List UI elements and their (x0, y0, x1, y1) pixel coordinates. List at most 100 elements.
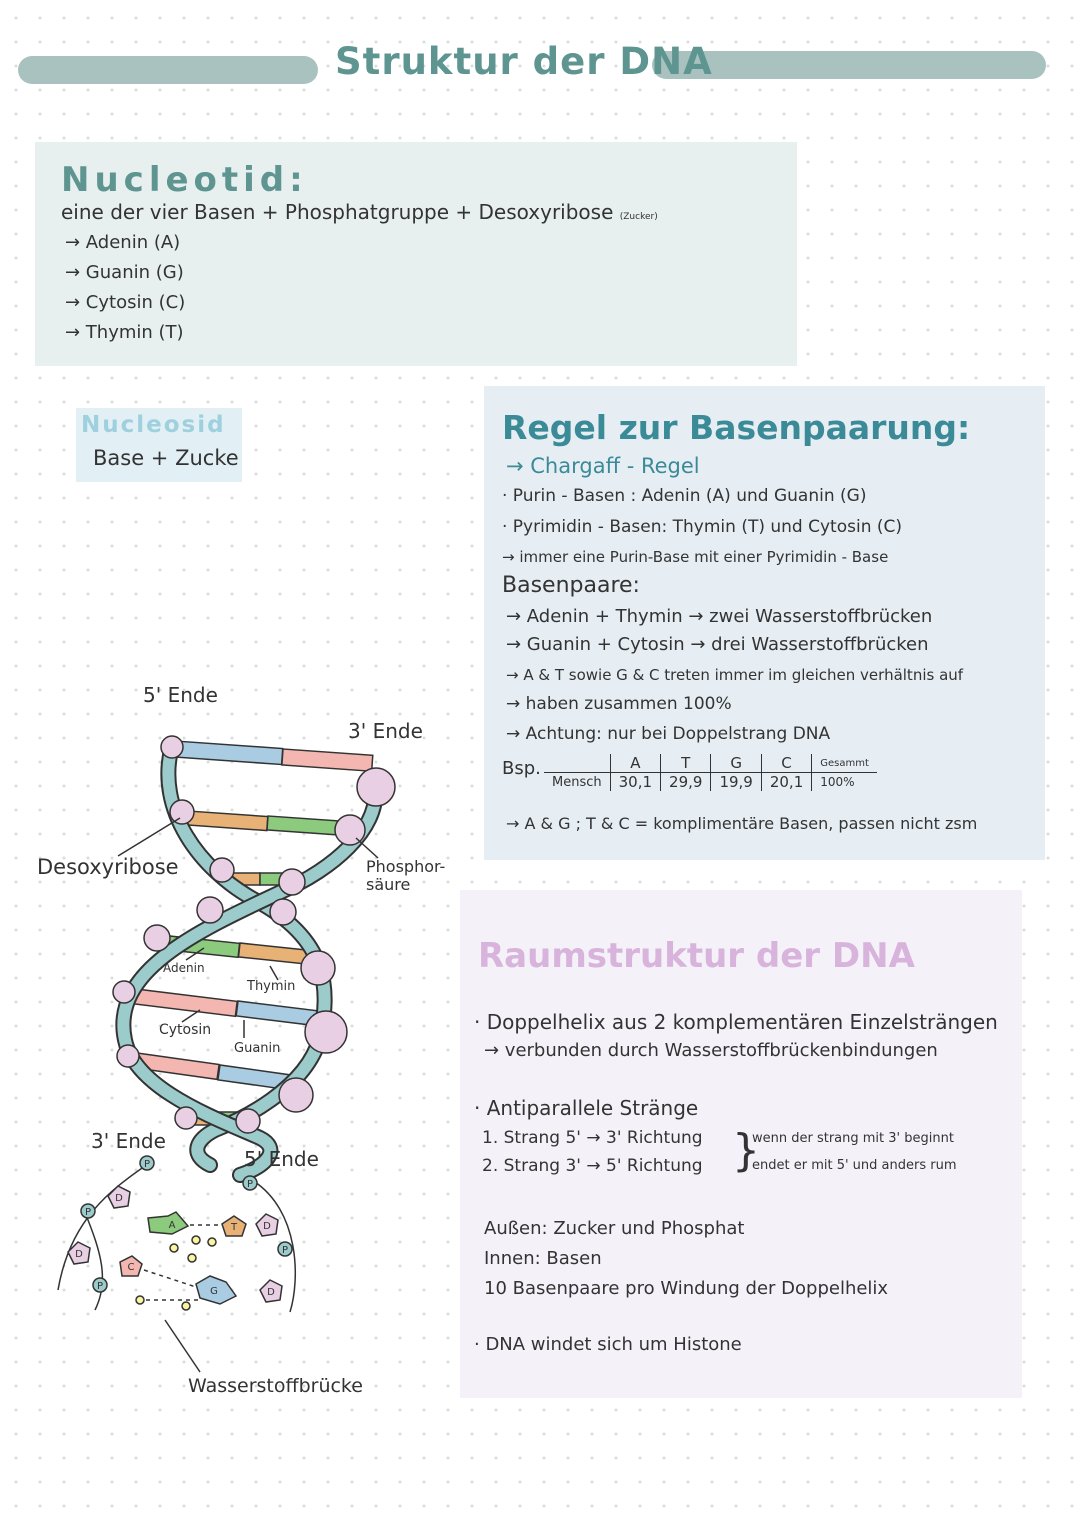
diagram-labels: 5' Ende 3' Ende Desoxyribose Phosphor- s… (37, 683, 445, 1397)
nucleotid-base-guanin: → Guanin (G) (65, 262, 184, 283)
phosphate-letter: P (97, 1281, 103, 1292)
label-3-ende-bottom: 3' Ende (91, 1129, 166, 1153)
raum-p2-note2: endet er mit 5' und anders rum (752, 1158, 957, 1173)
rung-2 (186, 810, 349, 837)
adenin-block-icon (147, 1211, 190, 1235)
table-header: Gesammt (811, 754, 877, 773)
cytosin-letter: C (128, 1262, 135, 1273)
pointer-thymin (269, 965, 279, 981)
table-cell: 29,9 (660, 772, 711, 791)
strand-right-fill (117, 782, 382, 1181)
label-cytosin: Cytosin (159, 1022, 211, 1038)
regel-line-immer: → immer eine Purin-Base mit einer Pyrimi… (502, 548, 889, 566)
phosphate-icon (80, 1203, 96, 1219)
sugar-icon (259, 1279, 283, 1303)
guanin-letter: G (210, 1286, 218, 1297)
node (356, 767, 396, 807)
table-header (544, 754, 611, 773)
complementary-note: → A & G ; T & C = komplimentäre Basen, p… (506, 814, 978, 833)
node (174, 1106, 198, 1130)
cytosin-block-icon (119, 1255, 143, 1277)
sugar-letter: D (75, 1249, 83, 1260)
node (112, 980, 136, 1004)
node (160, 735, 184, 759)
raumstruktur-heading: Raumstruktur der DNA (478, 936, 915, 976)
raum-p1-line2: → verbunden durch Wasserstoffbrückenbind… (484, 1040, 938, 1061)
oxygen-dot-icon (135, 1295, 145, 1305)
rung-2-left (186, 810, 269, 832)
thymin-block-icon (221, 1215, 247, 1237)
phosphate-letter: P (282, 1245, 288, 1256)
strand-left-fill (162, 740, 331, 1171)
nucleotide-detail (57, 1155, 297, 1313)
oxygen-dot-icon (181, 1301, 191, 1311)
node (143, 924, 171, 952)
sugar-icon (67, 1241, 91, 1265)
nucleotid-formula-text: eine der vier Basen + Phosphatgruppe + D… (61, 200, 614, 224)
oxygen-dot-icon (187, 1253, 197, 1263)
raum-p4: · DNA windet sich um Histone (474, 1334, 742, 1355)
node (269, 898, 297, 926)
title-bar-right (652, 51, 1046, 79)
table-header: C (760, 754, 812, 773)
label-thymin: Thymin (246, 979, 295, 994)
basenpaare-heading: Basenpaare: (502, 573, 640, 598)
nucleotid-formula-note: (Zucker) (619, 212, 658, 222)
strand-inner (85, 1214, 104, 1311)
table-header-row: A T G C Gesammt (544, 754, 877, 773)
backbone-nodes (112, 735, 396, 1134)
pointer-wasserstoffbruecke (164, 1319, 201, 1373)
node (334, 814, 366, 846)
regel-line-pyrimidin: · Pyrimidin - Basen: Thymin (T) und Cyto… (502, 517, 903, 537)
node (300, 950, 336, 986)
phosphate-letter: P (144, 1159, 150, 1170)
raum-p3-line2: Innen: Basen (484, 1248, 602, 1269)
label-desoxyribose: Desoxyribose (37, 855, 179, 879)
rung-1-right (281, 748, 374, 773)
sugar-letter: D (263, 1221, 271, 1232)
label-adenin: Adenin (163, 961, 205, 975)
pointer-adenin (185, 947, 205, 961)
label-3-ende-top: 3' Ende (348, 719, 423, 743)
basenpaar-gc: → Guanin + Cytosin → drei Wasserstoffbrü… (506, 634, 929, 655)
adenin-letter: A (169, 1220, 176, 1231)
phosphate-icon (139, 1155, 155, 1171)
raumstruktur-box: Raumstruktur der DNA · Doppelhelix aus 2… (460, 890, 1022, 1398)
sugar-letter: D (115, 1193, 123, 1204)
raum-p1-line1: · Doppelhelix aus 2 komplementären Einze… (474, 1010, 998, 1034)
nucleotid-heading: Nucleotid: (61, 160, 308, 200)
nucleotide-letters: P P P P P D D D D A T C G (75, 1159, 288, 1298)
nucleosid-heading: Nucleosid (81, 412, 226, 438)
pointer-lines (117, 817, 379, 1373)
table-cell: 30,1 (609, 772, 661, 791)
table-cell: 20,1 (760, 772, 812, 791)
table-header: G (710, 754, 762, 773)
rung-5-left (125, 987, 239, 1018)
sugar-icon (255, 1213, 279, 1237)
node (196, 896, 224, 924)
basenpaar-at: → Adenin + Thymin → zwei Wasserstoffbrüc… (506, 606, 933, 627)
phosphate-icon (242, 1175, 258, 1191)
raum-p3-line3: 10 Basenpaare pro Windung der Doppelheli… (484, 1278, 889, 1299)
pointer-cytosin (181, 1009, 201, 1023)
regel-line-purin: · Purin - Basen : Adenin (A) und Guanin … (502, 486, 867, 506)
phosphate-letter: P (85, 1207, 91, 1218)
rung-1-left (173, 740, 284, 766)
table-header: T (660, 754, 711, 773)
regel-note-achtung: → Achtung: nur bei Doppelstrang DNA (506, 724, 831, 744)
regel-note-100: → haben zusammen 100% (506, 694, 732, 714)
rung-1 (173, 740, 374, 773)
table-cell: Mensch (552, 774, 602, 790)
node (209, 857, 235, 883)
pointer-desoxyribose (117, 817, 181, 857)
nucleosid-text: Base + Zucke (93, 446, 239, 470)
example-label: Bsp. (502, 758, 541, 779)
nucleotid-base-cytosin: → Cytosin (C) (65, 292, 186, 313)
label-phosphor: Phosphor- (366, 857, 445, 876)
sugar-letter: D (267, 1287, 275, 1298)
label-saeure: säure (366, 875, 410, 894)
regel-heading: Regel zur Basenpaarung: (502, 408, 971, 447)
node (278, 1077, 314, 1113)
table-cell: 19,9 (710, 772, 762, 791)
nucleotid-formula: eine der vier Basen + Phosphatgruppe + D… (61, 200, 658, 224)
